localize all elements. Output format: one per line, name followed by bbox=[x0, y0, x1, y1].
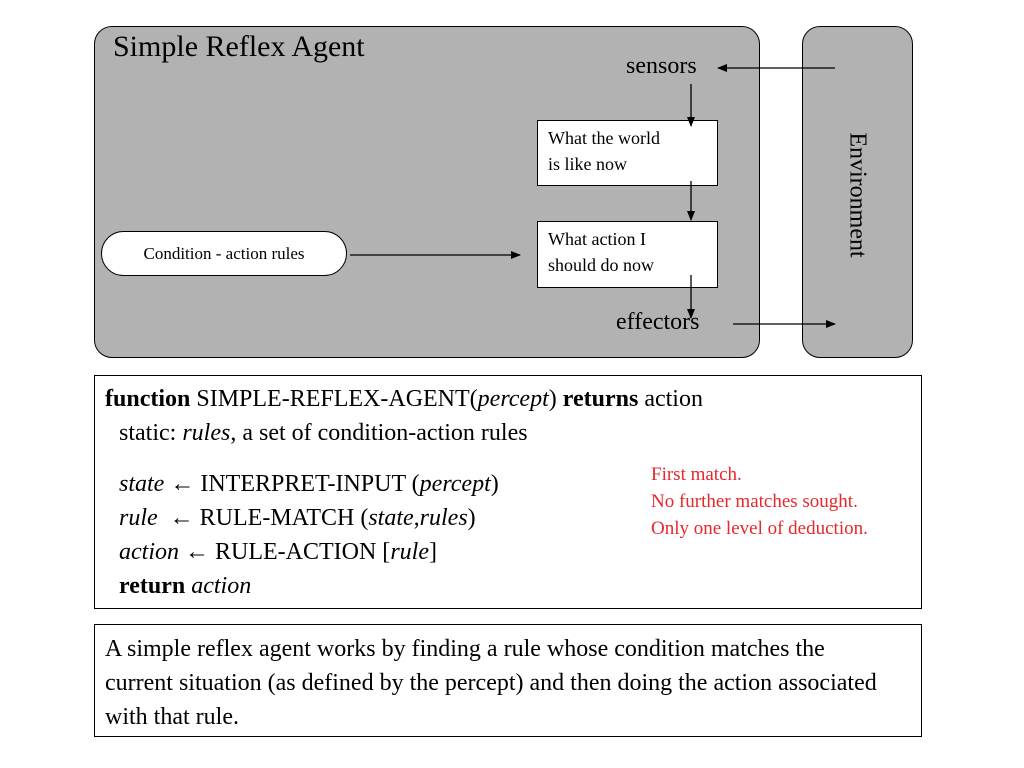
static-suffix: , a set of condition-action rules bbox=[230, 420, 528, 446]
pseudocode-box: function SIMPLE-REFLEX-AGENT(percept) re… bbox=[94, 375, 922, 609]
assign-arrow-icon: ← bbox=[170, 471, 195, 497]
action-choice-line-1: What action I bbox=[548, 229, 646, 249]
static-prefix: static: bbox=[119, 420, 183, 446]
condition-action-rules-node: Condition - action rules bbox=[101, 231, 347, 276]
action-choice-line-2: should do now bbox=[548, 255, 655, 275]
arg-state-rules: state,rules bbox=[368, 505, 468, 531]
code-line-signature: function SIMPLE-REFLEX-AGENT(percept) re… bbox=[105, 386, 703, 413]
environment-label: Environment bbox=[844, 132, 871, 258]
keyword-returns: returns bbox=[562, 386, 639, 412]
code-line-static: static: rules, a set of condition-action… bbox=[119, 420, 528, 447]
function-name: SIMPLE-REFLEX-AGENT( bbox=[196, 386, 478, 412]
assign-arrow-icon: ← bbox=[185, 539, 209, 565]
arg-percept: percept bbox=[419, 471, 491, 497]
agent-title: Simple Reflex Agent bbox=[113, 30, 365, 63]
paren-close: ) bbox=[548, 386, 557, 412]
world-state-line-1: What the world bbox=[548, 128, 660, 148]
action-choice-box: What action I should do now bbox=[537, 221, 718, 288]
assign-arrow-icon: ← bbox=[169, 505, 194, 531]
world-state-box: What the world is like now bbox=[537, 120, 718, 186]
call-interpret-input: INTERPRET-INPUT ( bbox=[200, 471, 420, 497]
rule-match-annotation: First match. No further matches sought. … bbox=[651, 461, 868, 542]
var-state: state bbox=[119, 471, 165, 497]
keyword-function: function bbox=[105, 386, 191, 412]
effectors-label: effectors bbox=[616, 309, 700, 335]
arg-rule: rule bbox=[390, 539, 429, 565]
var-action: action bbox=[119, 539, 179, 565]
call-rule-match: RULE-MATCH ( bbox=[199, 505, 369, 531]
code-line-action: action ← RULE-ACTION [rule] bbox=[119, 539, 437, 566]
agent-panel bbox=[94, 26, 760, 358]
param-percept: percept bbox=[477, 386, 549, 412]
return-var-action: action bbox=[191, 573, 252, 599]
call-rule-action: RULE-ACTION [ bbox=[215, 539, 391, 565]
code-line-return: return action bbox=[119, 573, 251, 600]
annotation-line-2: No further matches sought. bbox=[651, 491, 858, 512]
bracket-close: ] bbox=[428, 539, 437, 565]
annotation-line-3: Only one level of deduction. bbox=[651, 518, 868, 539]
description-box: A simple reflex agent works by finding a… bbox=[94, 624, 922, 737]
code-line-rule: rule ← RULE-MATCH (state,rules) bbox=[119, 505, 476, 532]
annotation-line-1: First match. bbox=[651, 464, 742, 485]
condition-action-rules-label: Condition - action rules bbox=[143, 243, 305, 263]
paren-close: ) bbox=[467, 505, 476, 531]
static-var-rules: rules bbox=[182, 420, 231, 446]
return-type: action bbox=[644, 386, 703, 412]
sensors-label: sensors bbox=[626, 53, 697, 79]
keyword-return: return bbox=[119, 573, 186, 599]
paren-close: ) bbox=[490, 471, 499, 497]
var-rule: rule bbox=[119, 505, 158, 531]
description-text: A simple reflex agent works by finding a… bbox=[105, 636, 877, 730]
code-line-state: state ← INTERPRET-INPUT (percept) bbox=[119, 471, 499, 498]
environment-panel bbox=[802, 26, 913, 358]
world-state-line-2: is like now bbox=[548, 154, 627, 174]
